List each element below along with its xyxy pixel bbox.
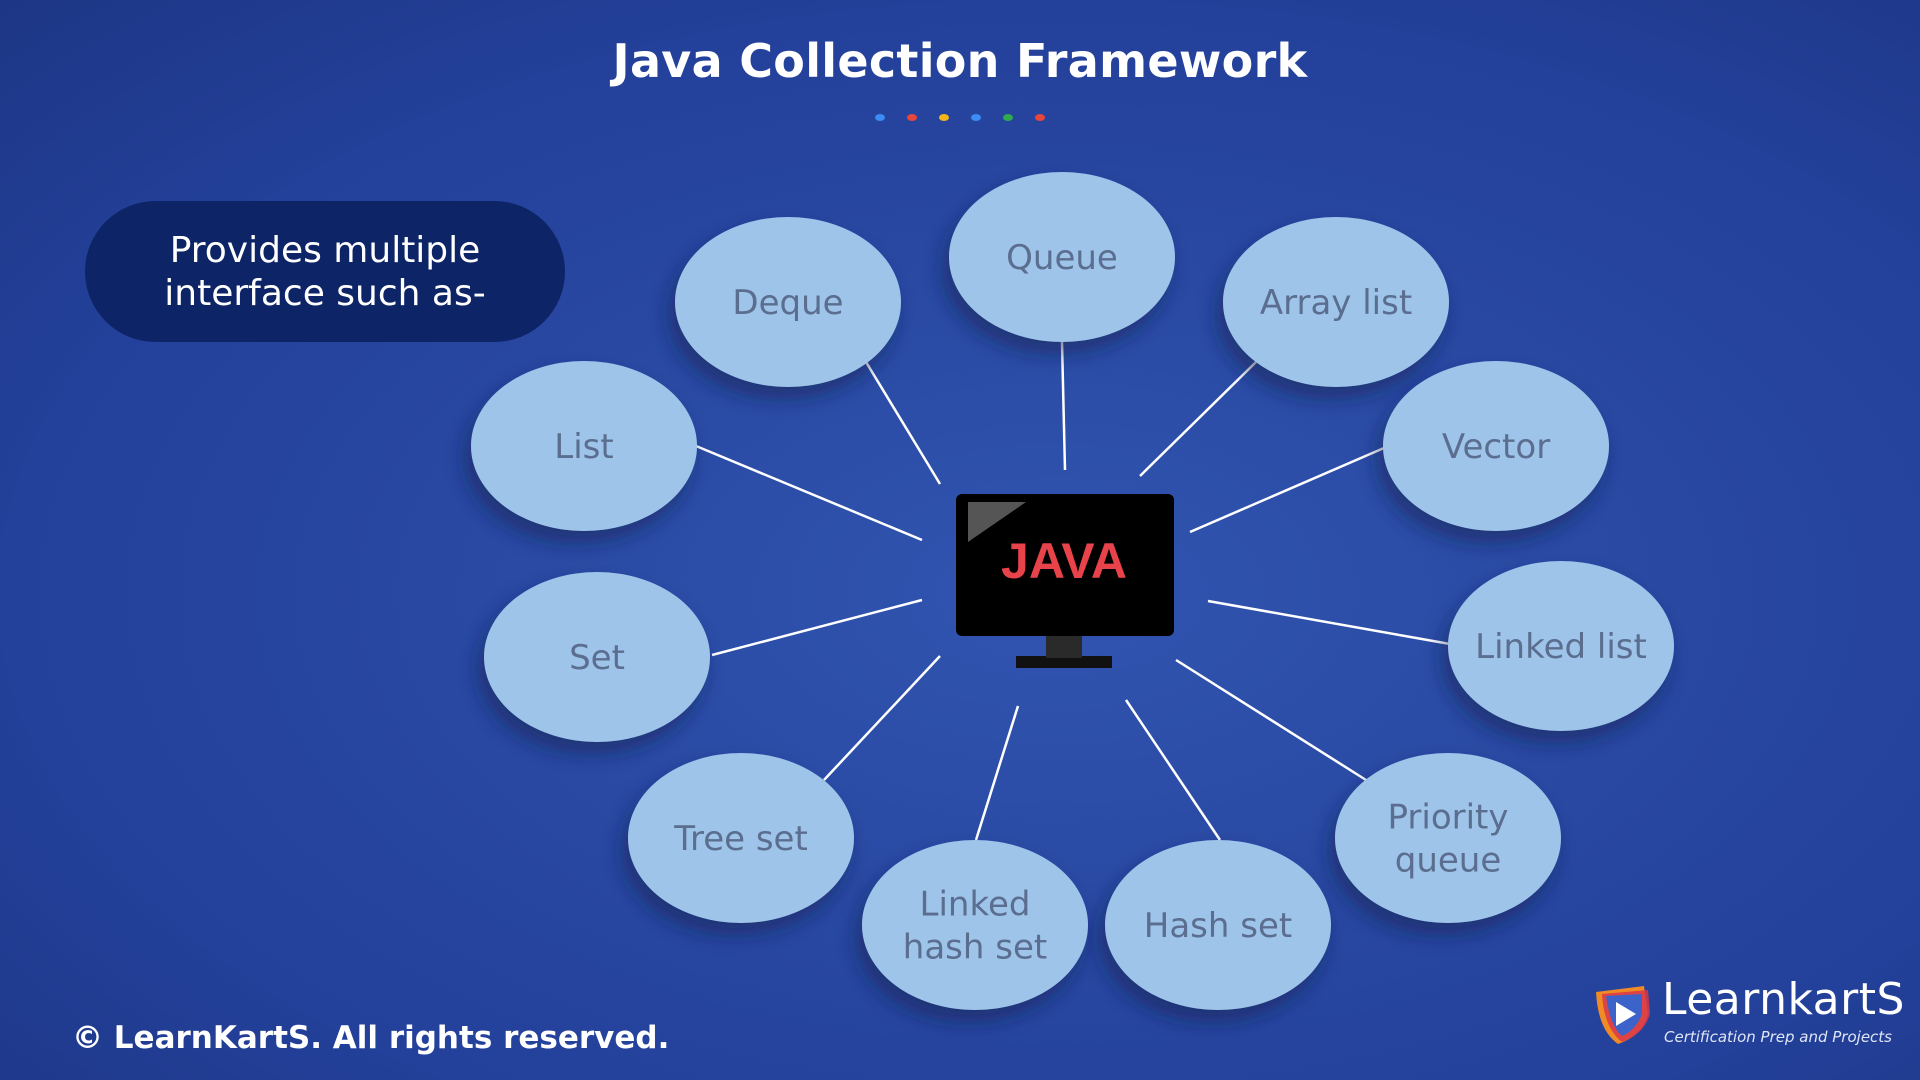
logo-name: LearnkartS — [1662, 974, 1905, 1025]
node-label: Queue — [1006, 238, 1118, 278]
play-shield-icon — [1596, 986, 1650, 1044]
node-ellipse — [471, 361, 697, 531]
node-label: List — [554, 427, 613, 467]
node-ellipse — [949, 172, 1175, 342]
node-label: Deque — [732, 283, 843, 323]
node-queue: Queue — [949, 172, 1175, 342]
connector-vector — [1189, 446, 1385, 534]
title-dot — [971, 114, 981, 121]
node-list: List — [471, 361, 697, 531]
connector-array-list — [1139, 361, 1257, 477]
node-label: Set — [569, 638, 625, 678]
title-dots — [0, 114, 1920, 121]
connector-set — [711, 598, 923, 657]
connector-tree-set — [823, 655, 941, 781]
node-array-list: Array list — [1223, 217, 1449, 387]
title-dot — [939, 114, 949, 121]
node-ellipse — [1223, 217, 1449, 387]
node-set: Set — [484, 572, 710, 742]
connector-linked-hash-set — [974, 705, 1020, 841]
node-ellipse — [675, 217, 901, 387]
title-dot — [907, 114, 917, 121]
connector-queue — [1060, 341, 1067, 471]
node-ellipse — [1448, 561, 1674, 731]
node-vector: Vector — [1383, 361, 1609, 531]
java-monitor-icon: JAVA — [956, 494, 1174, 668]
connector-list — [695, 444, 923, 542]
node-hash-set: Hash set — [1105, 840, 1331, 1010]
node-ellipse — [628, 753, 854, 923]
node-ellipse — [1105, 840, 1331, 1010]
node-label: Linked list — [1475, 627, 1647, 667]
connector-priority-queue — [1175, 658, 1367, 782]
node-label: Tree set — [673, 819, 808, 859]
node-label: Vector — [1442, 427, 1550, 467]
node-ellipse — [862, 840, 1088, 1010]
node-ellipse — [484, 572, 710, 742]
node-linked-list: Linked list — [1448, 561, 1674, 731]
java-label: JAVA — [1001, 533, 1127, 589]
logo-tagline: Certification Prep and Projects — [1664, 1028, 1892, 1046]
node-ellipse — [1335, 753, 1561, 923]
node-label: Hash set — [1144, 906, 1292, 946]
title-dot — [875, 114, 885, 121]
title-dot — [1003, 114, 1013, 121]
title-dot — [1035, 114, 1045, 121]
connector-deque — [864, 361, 942, 485]
connector-linked-list — [1207, 599, 1451, 646]
copyright-text: © LearnKartS. All rights reserved. — [72, 1020, 670, 1056]
node-tree-set: Tree set — [628, 753, 854, 923]
learnkarts-logo: LearnkartS Certification Prep and Projec… — [1592, 974, 1904, 1046]
connector-hash-set — [1124, 699, 1222, 841]
node-label: Array list — [1260, 283, 1412, 323]
node-deque: Deque — [675, 217, 901, 387]
page-title: Java Collection Framework — [612, 34, 1308, 88]
node-ellipse — [1383, 361, 1609, 531]
connectors — [695, 341, 1451, 841]
intro-callout: Provides multiple interface such as- — [85, 201, 565, 342]
